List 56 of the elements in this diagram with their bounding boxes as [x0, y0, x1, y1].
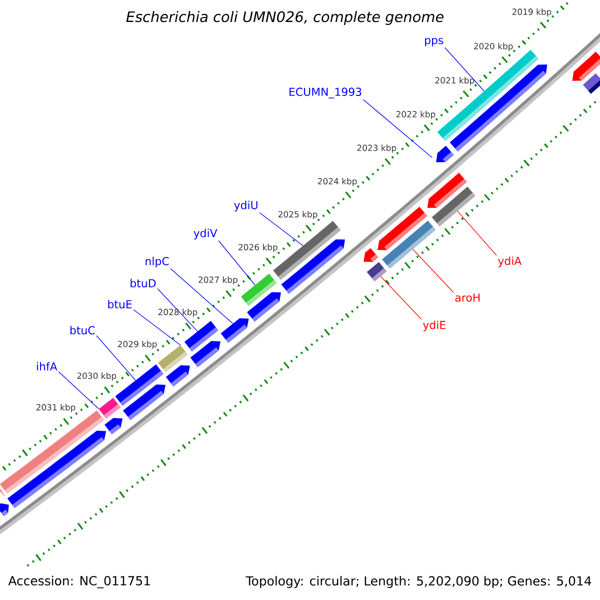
- leader-line: [133, 309, 181, 346]
- gene-label: ydiU: [234, 200, 258, 212]
- gene-label: btuD: [130, 278, 156, 288]
- gene-bar: [190, 341, 220, 368]
- tick-label: 2024 kbp: [318, 178, 357, 186]
- tick-label: 2029 kbp: [118, 340, 157, 349]
- tick-label: 2030 kbp: [77, 372, 116, 381]
- leader-line: [96, 335, 136, 381]
- leader-line: [259, 212, 304, 246]
- leader-line: [157, 288, 198, 332]
- footer-text: Accession: NC_011751: [8, 576, 150, 588]
- leader-line: [444, 47, 484, 92]
- tick-label: 2025 kbp: [278, 210, 318, 220]
- leader-line: [58, 371, 100, 410]
- tick-label: 2028 kbp: [158, 308, 198, 317]
- tick-label: 2020 kbp: [474, 42, 513, 51]
- gene-bar: [104, 418, 123, 434]
- leader-line: [412, 248, 454, 293]
- tick-label: 2019 kbp: [512, 8, 552, 17]
- tick-label: 2021 kbp: [435, 76, 474, 86]
- gene-bar: [122, 384, 166, 420]
- leader-line: [218, 240, 256, 286]
- leader-line: [380, 276, 422, 320]
- gene-bar: [247, 292, 281, 322]
- title: Escherichia coli UMN026, complete genome: [126, 11, 444, 25]
- tick-label: 2023 kbp: [357, 144, 396, 153]
- gene-label: btuE: [108, 300, 132, 308]
- gene-bar: [582, 73, 600, 94]
- gene-bar: [281, 239, 346, 294]
- gene-bar: [166, 365, 190, 386]
- gene-bar: [364, 248, 378, 262]
- tick-label: 2027 kbp: [198, 276, 238, 285]
- footer-text: Topology: circular; Length: 5,202,090 bp; Genes: 5,014: [246, 576, 592, 588]
- tick-label: 2031 kbp: [36, 404, 76, 412]
- gene-bar: [382, 220, 436, 269]
- leader-line: [457, 210, 497, 256]
- gene-label: ihfA: [37, 362, 58, 370]
- gene-label: ydiA: [498, 256, 522, 268]
- gene-label: ydiV: [194, 228, 218, 240]
- gene-bar: [7, 430, 106, 508]
- gene-label: ECUMN_1993: [290, 88, 362, 98]
- gene-bar: [366, 262, 387, 282]
- gene-bar: [98, 398, 121, 418]
- tick-label: 2022 kbp: [396, 110, 436, 120]
- gene-label: aroH: [455, 294, 480, 302]
- gene-label: btuC: [70, 326, 95, 334]
- gene-label: nlpC: [146, 256, 169, 268]
- gene-bar: [0, 503, 9, 516]
- gene-label: ydiE: [423, 320, 446, 332]
- leader-line: [362, 99, 432, 158]
- gene-bar: [436, 146, 454, 162]
- leader-line: [170, 268, 234, 324]
- gene-label: pps: [425, 38, 444, 46]
- tick-label: 2026 kbp: [238, 244, 278, 252]
- gene-bar: [432, 186, 476, 226]
- gene-bar: [220, 318, 249, 343]
